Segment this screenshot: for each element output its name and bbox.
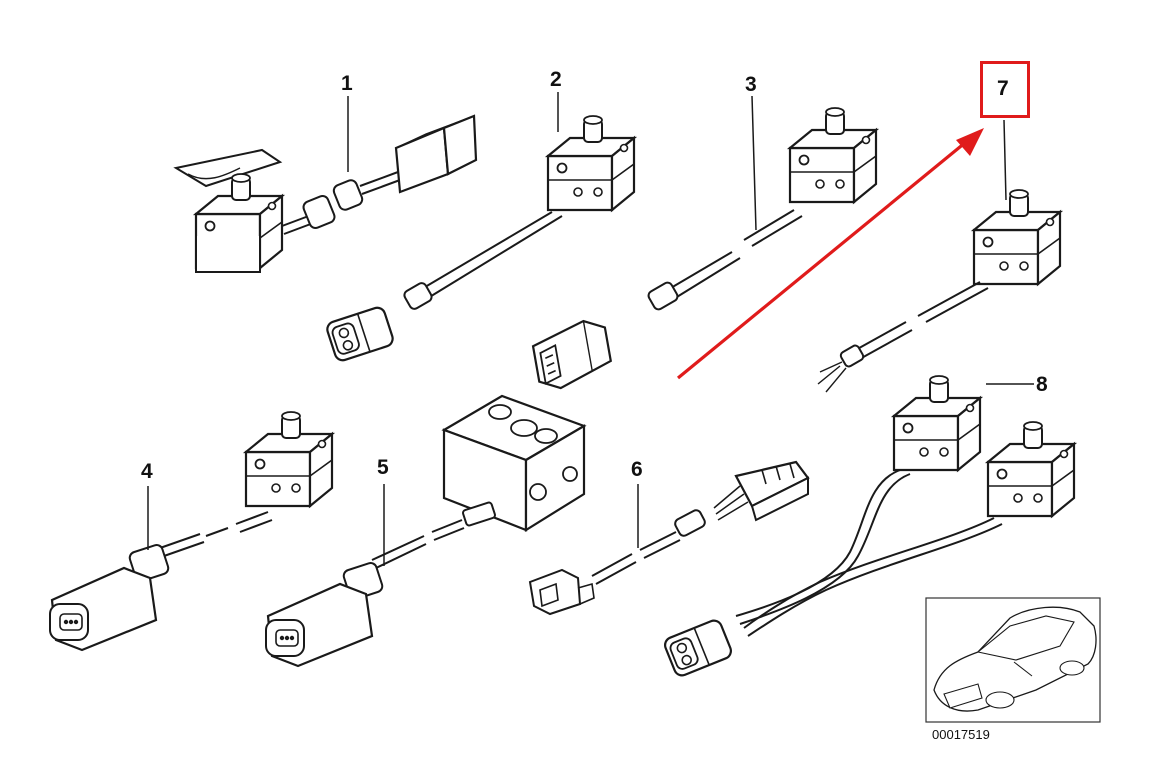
part-5-block-harness (265, 394, 587, 668)
part-8-dual-switch-harness (661, 374, 1076, 679)
part-6-sensor-harness (528, 460, 810, 616)
part-3-switch-harness (529, 106, 878, 393)
callout-2: 2 (550, 68, 562, 91)
callout-6: 6 (631, 458, 643, 481)
callout-1: 1 (341, 72, 353, 95)
callout-7-highlight-box (980, 61, 1030, 118)
part-4-switch-harness (49, 410, 334, 652)
callout-5: 5 (377, 456, 389, 479)
callout-8: 8 (1036, 373, 1048, 396)
part-2-switch-harness (324, 114, 636, 364)
vehicle-thumbnail (925, 597, 1101, 723)
figure-id: 00017519 (932, 727, 990, 742)
callout-4: 4 (141, 460, 153, 483)
callout-3: 3 (745, 73, 757, 96)
callout-7: 7 (997, 77, 1009, 100)
part-7-switch-open-leads (817, 188, 1062, 393)
highlight-arrow (676, 128, 984, 380)
part-1-lever-switch (173, 114, 478, 273)
